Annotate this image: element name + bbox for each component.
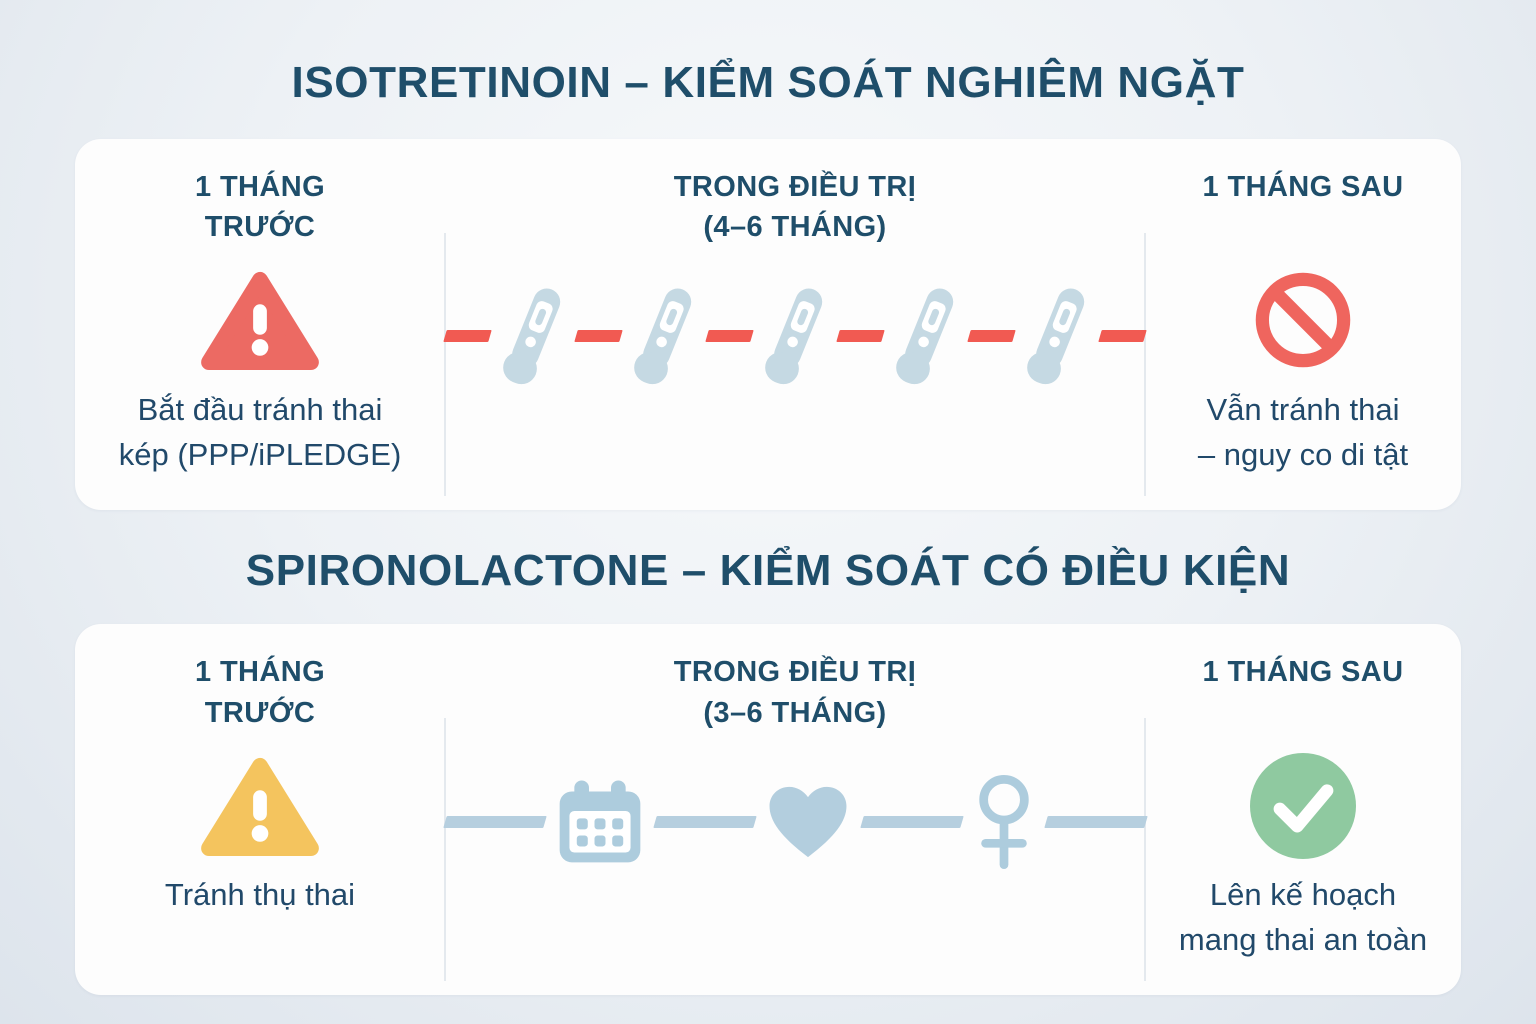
pregnancy-test-icon: [876, 275, 975, 397]
column-divider: [444, 718, 446, 982]
timeline-dash: [574, 330, 623, 343]
timeline-segment: [443, 815, 547, 828]
column-after-treatment: 1 THÁNG SAU Vẫn tránh thai – nguy co di …: [1145, 139, 1461, 510]
timeline-segment: [860, 815, 964, 828]
column-heading: 1 THÁNG TRƯỚC: [194, 656, 326, 729]
timeline-segment: [652, 815, 756, 828]
column-heading: TRONG ĐIỀU TRỊ (4–6 THÁNG): [673, 170, 917, 244]
warning-triangle-icon: [201, 754, 319, 858]
pregnancy-test-icon: [745, 275, 844, 397]
column-divider: [1144, 232, 1146, 496]
heart-icon: [765, 782, 851, 862]
pregnancy-test-icon: [614, 275, 713, 397]
timeline-dash: [443, 330, 492, 343]
pregnancy-test-icon: [1007, 275, 1106, 397]
column-during-treatment: TRONG ĐIỀU TRỊ (4–6 THÁNG): [443, 139, 1147, 510]
spironolactone-timeline-card: 1 THÁNG TRƯỚC Tránh thụ thai TRONG ĐIỀU …: [75, 624, 1461, 996]
section-title-spironolactone: SPIRONOLACTONE – KIỂM SOÁT CÓ ĐIỀU KIỆN: [245, 545, 1291, 595]
timeline-area: [443, 253, 1147, 510]
pregnancy-test-timeline: [443, 283, 1147, 389]
check-circle-icon: [1250, 753, 1356, 859]
column-heading: 1 THÁNG TRƯỚC: [194, 170, 326, 244]
timeline-dash: [836, 330, 885, 343]
monitoring-timeline: [443, 773, 1147, 871]
icon-area: [1145, 253, 1461, 388]
after-caption: Lên kế hoạch mang thai an toàn: [1178, 877, 1428, 958]
icon-area: [1145, 738, 1461, 873]
column-after-treatment: 1 THÁNG SAU Lên kế hoạch mang thai an to…: [1145, 624, 1461, 995]
column-during-treatment: TRONG ĐIỀU TRỊ (3–6 THÁNG): [443, 624, 1147, 995]
pregnancy-test-icon: [483, 275, 582, 397]
warning-triangle-icon: [201, 268, 319, 372]
after-caption: Vẫn tránh thai – nguy co di tật: [1197, 391, 1409, 472]
column-divider: [444, 232, 446, 496]
timeline-dash: [1098, 330, 1147, 343]
timeline-dash: [705, 330, 754, 343]
section-title-isotretinoin: ISOTRETINOIN – KIỂM SOÁT NGHIÊM NGẶT: [291, 58, 1245, 107]
column-before-treatment: 1 THÁNG TRƯỚC Bắt đầu tránh thai kép (PP…: [75, 139, 445, 510]
no-entry-icon: [1250, 267, 1356, 373]
icon-area: [75, 738, 445, 873]
timeline-segment: [1043, 815, 1147, 828]
timeline-dash: [967, 330, 1016, 343]
icon-area: [75, 253, 445, 388]
before-caption: Tránh thụ thai: [164, 877, 356, 913]
column-heading: 1 THÁNG SAU: [1202, 656, 1404, 689]
calendar-icon: [556, 778, 644, 866]
column-divider: [1144, 718, 1146, 982]
column-before-treatment: 1 THÁNG TRƯỚC Tránh thụ thai: [75, 624, 445, 995]
before-caption: Bắt đầu tránh thai kép (PPP/iPLEDGE): [118, 391, 402, 472]
female-symbol-icon: [973, 773, 1035, 871]
column-heading: 1 THÁNG SAU: [1202, 170, 1404, 203]
timeline-area: [443, 738, 1147, 995]
column-heading: TRONG ĐIỀU TRỊ (3–6 THÁNG): [673, 656, 917, 729]
isotretinoin-timeline-card: 1 THÁNG TRƯỚC Bắt đầu tránh thai kép (PP…: [75, 138, 1461, 510]
